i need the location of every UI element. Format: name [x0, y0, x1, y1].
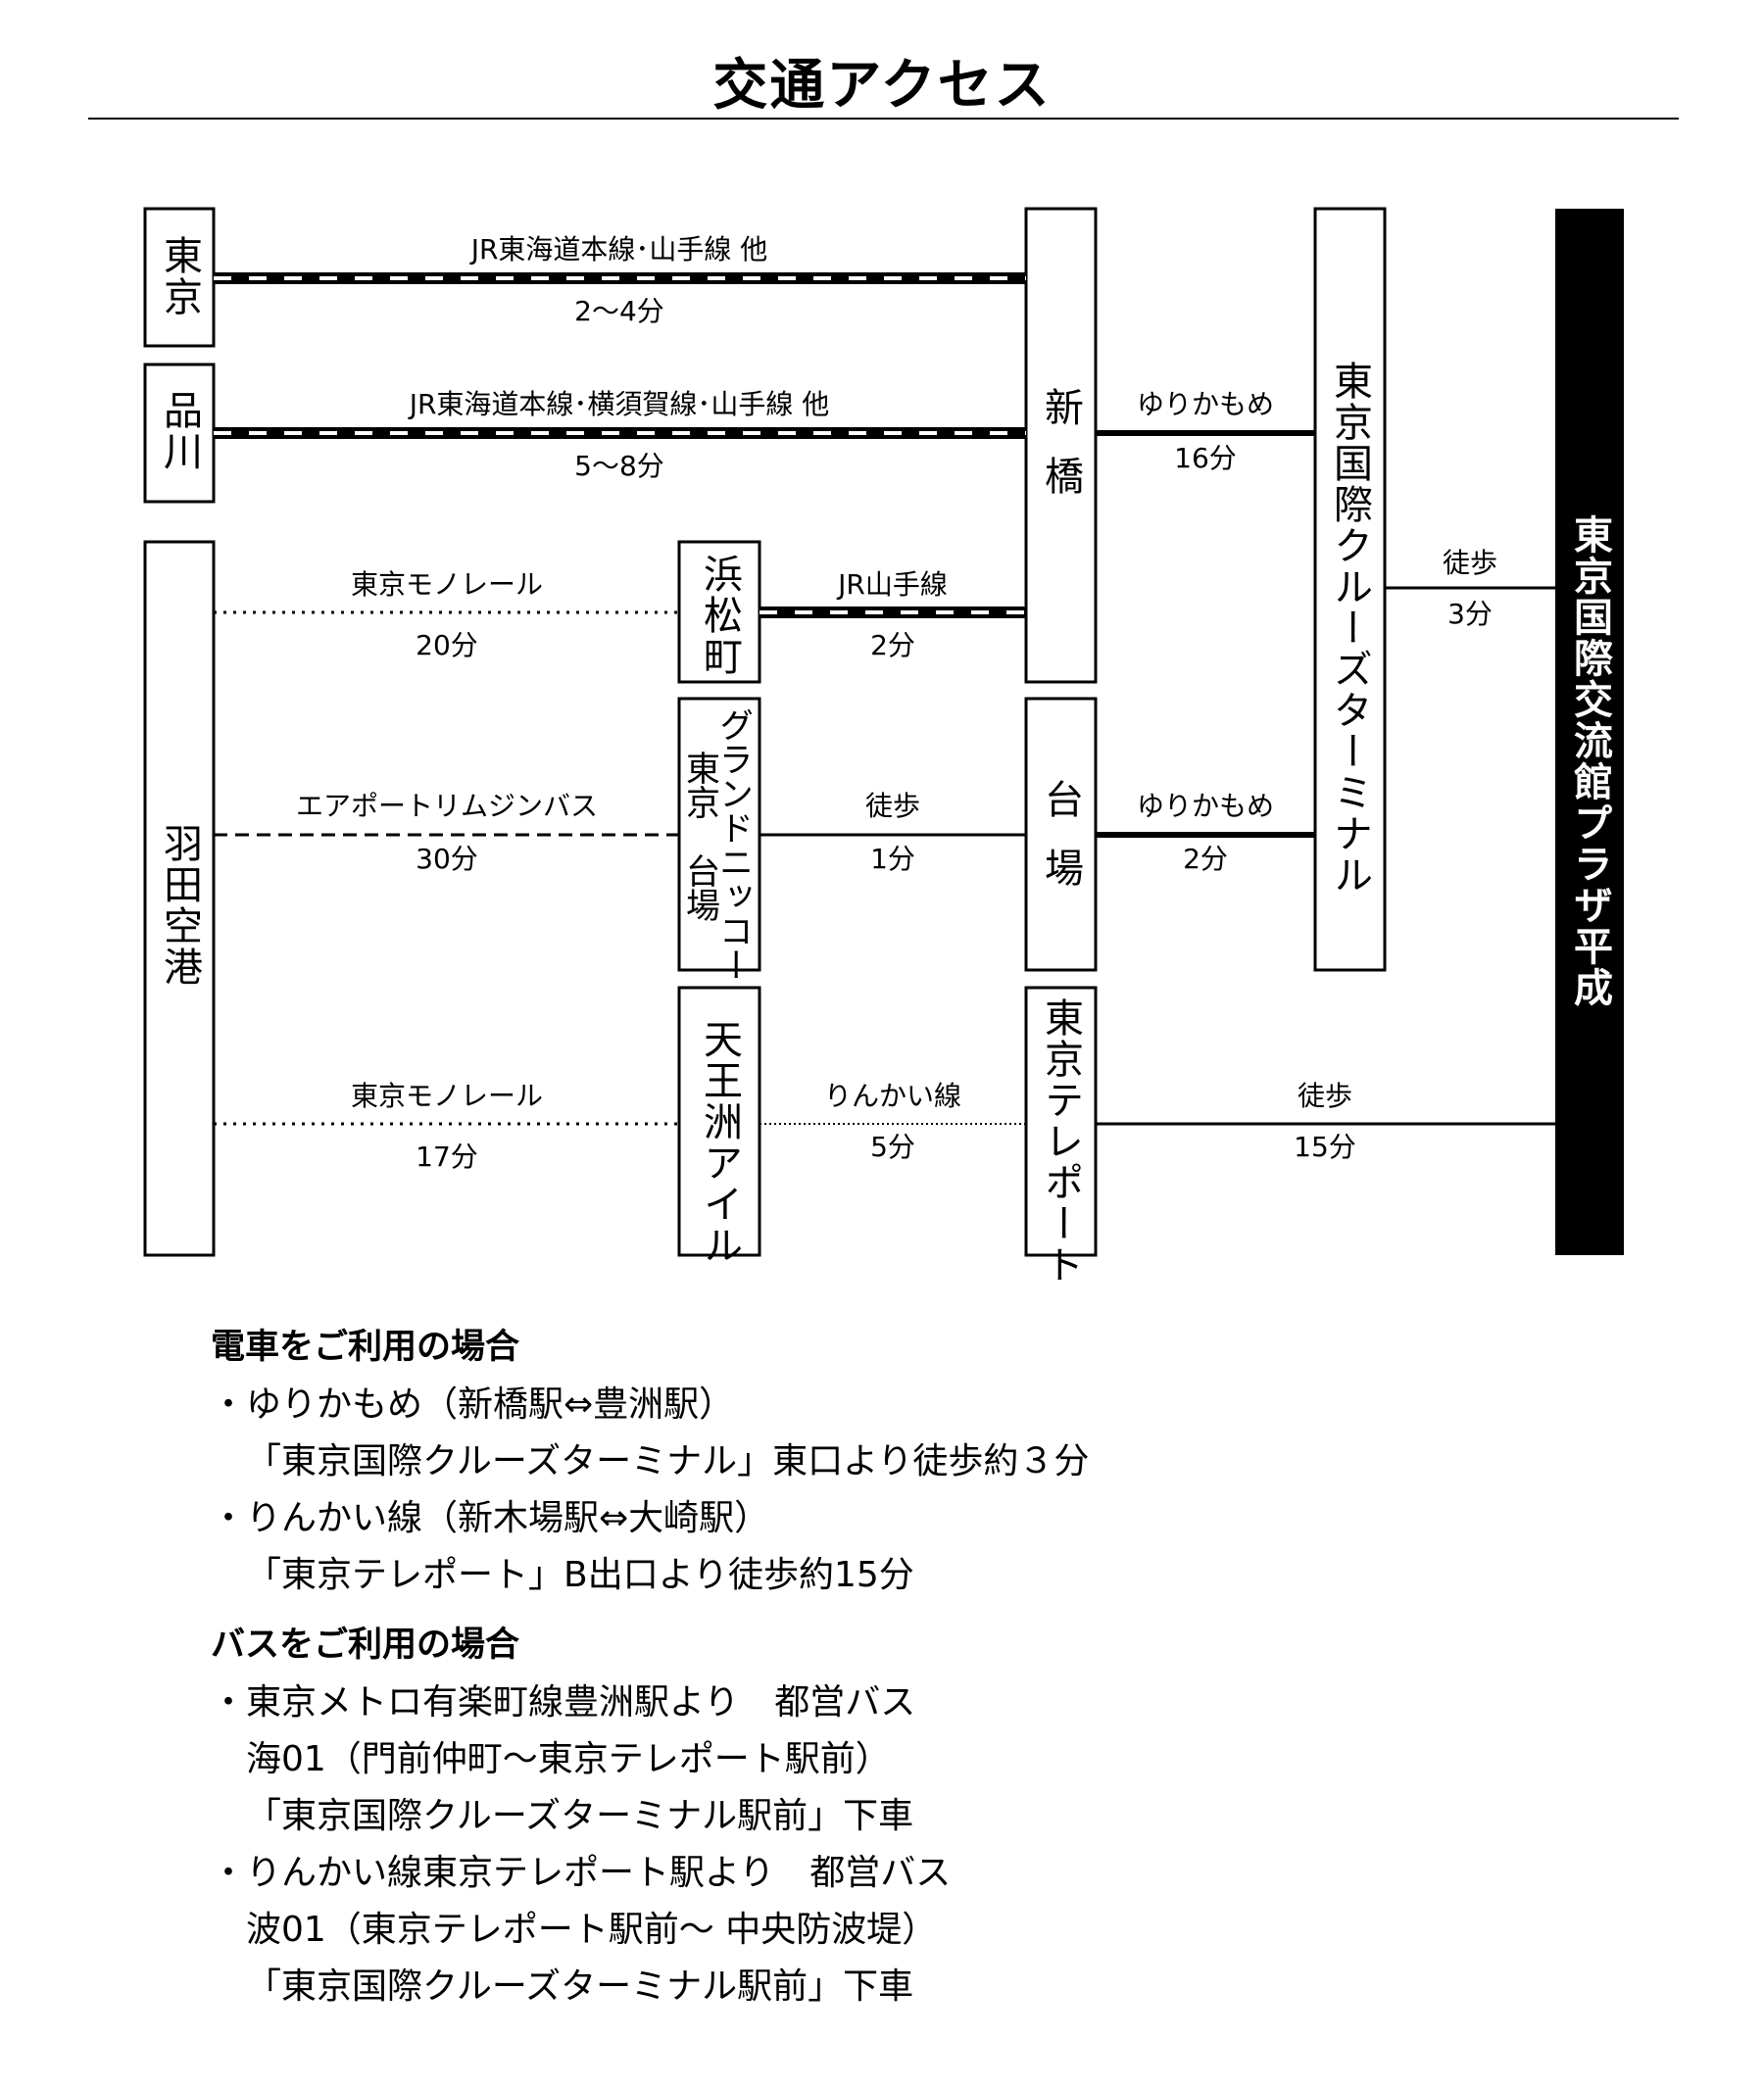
station-hamamatsucho-label: 浜松町: [697, 554, 742, 677]
route-time-shinagawa-shimbashi: 5〜8分: [574, 450, 664, 482]
destination-box: [1555, 209, 1624, 1255]
bus-note-telecom-route: 波01（東京テレポート駅前〜 中央防波堤）: [246, 1910, 938, 1950]
route-label-tokyo-shimbashi: JR東海道本線･山手線 他: [469, 233, 768, 266]
train-note-rinkai: ・りんかい線（新木場駅⇔大崎駅）: [211, 1498, 770, 1538]
station-shinagawa-label: 品川: [157, 390, 202, 472]
route-time-cruise-destination: 3分: [1447, 598, 1493, 630]
route-time-tennozu-telecom: 5分: [870, 1131, 915, 1163]
station-box-grand-nikko: [677, 697, 761, 972]
route-time-tokyo-shimbashi: 2〜4分: [574, 295, 664, 327]
route-time-grandnikko-daiba: 1分: [870, 843, 915, 875]
train-heading: 電車をご利用の場合: [211, 1328, 520, 1367]
route-label-haneda-tennozu: 東京モノレール: [351, 1080, 543, 1112]
route-label-daiba-cruise: ゆりかもめ: [1137, 790, 1274, 822]
title-underline: [88, 118, 1679, 120]
station-box-shimbashi: [1024, 207, 1098, 684]
bus-heading: バスをご利用の場合: [211, 1626, 520, 1665]
station-cruise-terminal-label: 東京国際クルーズターミナル: [1327, 361, 1372, 896]
bus-note-toyosu-stop: 「東京国際クルーズターミナル駅前」下車: [246, 1796, 914, 1836]
bus-note-telecom-stop: 「東京国際クルーズターミナル駅前」下車: [246, 1966, 914, 2007]
station-daiba-label: 台場: [1038, 779, 1083, 916]
route-label-grandnikko-daiba: 徒歩: [865, 790, 920, 822]
train-note-yurikamome: ・ゆりかもめ（新橋駅⇔豊洲駅）: [211, 1384, 735, 1425]
station-box-tokyo: [143, 207, 216, 348]
route-label-tennozu-telecom: りんかい線: [824, 1080, 961, 1112]
station-tennozu-label: 天王洲アイル: [697, 1019, 742, 1266]
route-time-haneda-grandnikko: 30分: [416, 843, 478, 875]
destination-label: 東京国際交流館プラザ平成: [1567, 514, 1613, 1008]
bus-note-toyosu: ・東京メトロ有楽町線豊洲駅より 都営バス: [211, 1682, 916, 1723]
bus-note-toyosu-route: 海01（門前仲町〜東京テレポート駅前）: [246, 1739, 891, 1779]
route-time-daiba-cruise: 2分: [1183, 843, 1228, 875]
station-box-telecom: [1024, 986, 1098, 1257]
route-label-telecom-destination: 徒歩: [1298, 1080, 1352, 1112]
station-box-daiba: [1024, 697, 1098, 972]
bus-note-telecom: ・りんかい線東京テレポート駅より 都営バス: [211, 1853, 952, 1893]
station-box-tennozu: [677, 986, 761, 1257]
access-notes: 電車をご利用の場合 ・ゆりかもめ（新橋駅⇔豊洲駅） 「東京国際クルーズターミナル…: [211, 1318, 1583, 2015]
station-grand-nikko-label: グランドニッコー: [713, 707, 753, 982]
train-note-rinkai-detail: 「東京テレポート」B出口より徒歩約15分: [246, 1555, 914, 1595]
station-shimbashi-label: 新橋: [1038, 387, 1083, 524]
route-label-haneda-hamamatsucho: 東京モノレール: [351, 568, 543, 601]
route-label-haneda-grandnikko: エアポートリムジンバス: [296, 790, 598, 822]
route-time-shimbashi-cruise: 16分: [1174, 442, 1237, 474]
route-time-telecom-destination: 15分: [1294, 1131, 1356, 1163]
route-time-haneda-tennozu: 17分: [416, 1141, 478, 1173]
page-title: 交通アクセス: [712, 54, 1052, 118]
station-box-hamamatsucho: [677, 540, 761, 684]
station-telecom-label: 東京テレポート: [1038, 997, 1083, 1286]
station-haneda-label: 羽田空港: [157, 823, 202, 988]
station-tokyo-label: 東京: [157, 235, 202, 317]
train-note-yurikamome-detail: 「東京国際クルーズターミナル」東口より徒歩約３分: [246, 1441, 1090, 1481]
route-label-cruise-destination: 徒歩: [1443, 547, 1497, 579]
route-label-hamamatsucho-shimbashi: JR山手線: [836, 568, 948, 601]
route-label-shinagawa-shimbashi: JR東海道本線･横須賀線･山手線 他: [408, 388, 830, 420]
route-time-hamamatsucho-shimbashi: 2分: [870, 629, 915, 661]
station-grand-nikko-sublabel: 東京 台場: [680, 751, 719, 922]
route-time-haneda-hamamatsucho: 20分: [416, 629, 478, 661]
route-diagram: .box { fill: #fff; stroke: #000; stroke-…: [143, 207, 1624, 1286]
station-box-haneda: [143, 540, 216, 1257]
route-label-shimbashi-cruise: ゆりかもめ: [1137, 388, 1274, 420]
